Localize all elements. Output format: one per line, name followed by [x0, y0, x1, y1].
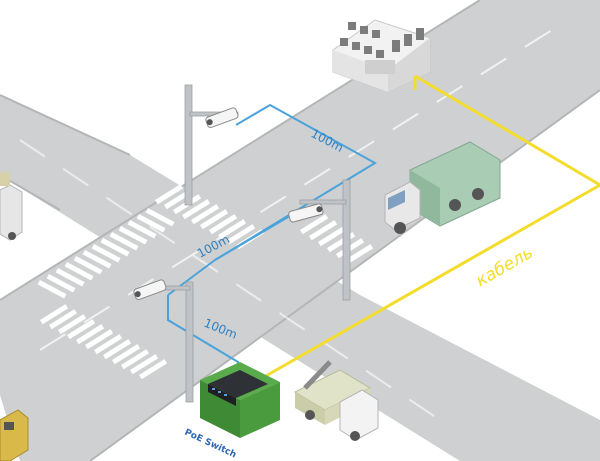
crosswalk-stripe — [136, 213, 166, 233]
crosswalk-stripe — [46, 274, 76, 293]
machine-partial-icon — [0, 409, 29, 461]
crosswalk-stripe — [100, 238, 130, 257]
crosswalk-stripe — [58, 314, 87, 335]
crosswalk-stripe — [191, 204, 220, 225]
crosswalk-stripe — [40, 304, 69, 325]
pole-icon — [299, 179, 351, 301]
camera-icon — [288, 203, 324, 223]
crosswalk-stripe — [130, 354, 159, 375]
cameras — [133, 107, 324, 300]
crosswalk-stripe — [138, 359, 168, 380]
poe-switch-icon — [200, 362, 280, 438]
crosswalk-stripe — [103, 339, 132, 360]
crosswalk-left — [37, 208, 175, 299]
crosswalk-stripe — [118, 226, 148, 245]
pole-icon — [159, 281, 194, 403]
crosswalk-stripe — [91, 243, 121, 263]
camera-icon — [205, 107, 239, 128]
crosswalk-stripe — [218, 219, 247, 240]
crosswalk-bottom — [40, 304, 168, 380]
crosswalk-stripe — [55, 268, 85, 287]
crosswalk-stripe — [73, 256, 103, 275]
crosswalk-stripe — [49, 309, 78, 330]
crosswalk-stripe — [109, 232, 139, 251]
crosswalk-stripe — [155, 184, 184, 205]
camera-icon — [133, 279, 167, 300]
crosswalk-stripe — [64, 262, 94, 281]
crosswalk-stripe — [37, 280, 67, 299]
crosswalk-stripe — [127, 219, 157, 239]
crosswalk-stripe — [112, 344, 141, 365]
crosswalks — [37, 184, 374, 380]
crosswalk-stripe — [67, 319, 96, 340]
truck-partial-icon — [0, 172, 23, 241]
crosswalk-stripe — [94, 334, 123, 355]
crosswalk-stripe — [300, 214, 329, 235]
garbage-truck-icon — [384, 141, 501, 234]
crosswalk-stripe — [76, 324, 105, 345]
crosswalk-stripe — [309, 220, 338, 241]
crosswalk-stripe — [227, 224, 256, 245]
crosswalk-stripe — [317, 226, 347, 247]
yellow-cable — [249, 74, 600, 387]
crosswalk-stripe — [85, 329, 114, 350]
crosswalk-stripe — [209, 214, 238, 235]
cable-label: кабель — [473, 243, 537, 292]
crosswalk-stripe — [200, 209, 229, 230]
crosswalk-stripe — [345, 244, 374, 265]
crane-truck-icon — [293, 360, 379, 441]
crosswalk-stripe — [181, 199, 211, 220]
crosswalk-stripe — [121, 349, 150, 370]
building-icon — [332, 19, 431, 93]
cross-road — [0, 95, 600, 461]
crosswalk-stripe — [82, 249, 112, 269]
crosswalk-stripe — [145, 208, 175, 227]
